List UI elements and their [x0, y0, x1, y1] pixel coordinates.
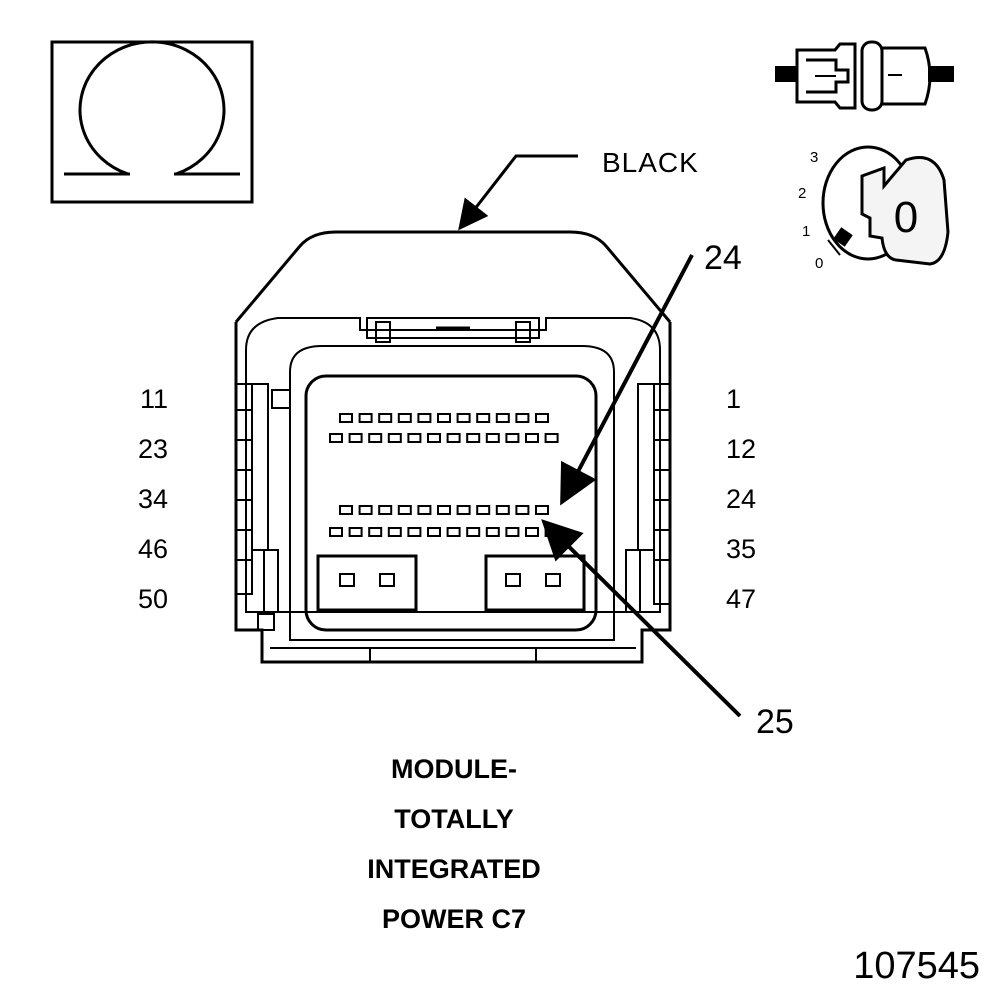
ignition-position-3: 3: [810, 149, 818, 166]
title-line-3: INTEGRATED: [367, 854, 541, 884]
pin-cavity: [446, 433, 461, 443]
pin-cavity: [329, 527, 343, 537]
power-terminals: [316, 554, 586, 612]
pin-cavity: [387, 433, 402, 443]
pin-cavity: [535, 505, 549, 515]
pin-cavity: [456, 413, 471, 423]
color-callout-arrow: [458, 154, 578, 231]
pin-label-34: 34: [137, 484, 168, 514]
pin-cavity: [339, 505, 353, 515]
pin-cavity: [515, 505, 530, 515]
pin-label-12: 12: [726, 434, 757, 464]
pin-cavity: [466, 527, 481, 537]
pin-cavity: [348, 527, 363, 537]
pin-cavity: [476, 413, 491, 423]
pin-cavity: [437, 413, 451, 423]
pin-cavity: [387, 527, 402, 537]
pin-cavity: [525, 527, 539, 537]
pin-label-46: 46: [137, 534, 168, 564]
pin-cavity: [525, 433, 539, 443]
disconnected-connector-icon: [775, 40, 954, 112]
pin-cavity: [505, 527, 520, 537]
pin-cavity: [535, 413, 549, 423]
pin-cavity: [368, 527, 383, 537]
pin-24-callout: 24: [704, 239, 742, 277]
pin-cavity: [446, 527, 461, 537]
pin-25-callout: 25: [756, 703, 794, 741]
ignition-position-1: 1: [802, 223, 810, 240]
pin-cavity: [456, 505, 471, 515]
pin-cavity: [397, 505, 412, 515]
reference-number: 107545: [853, 945, 980, 987]
pin-25-callout-arrow: [541, 519, 742, 718]
pin-cavity: [358, 413, 373, 423]
pin-24-callout-arrow: [560, 254, 694, 506]
ignition-position-2: 2: [798, 185, 806, 202]
connector-pins: [329, 413, 559, 537]
connector-color-label: BLACK: [602, 147, 699, 178]
pin-cavity: [417, 505, 432, 515]
connector-title: MODULE- TOTALLY INTEGRATED POWER C7: [300, 744, 608, 944]
pin-label-47: 47: [726, 584, 757, 614]
pin-cavity: [495, 505, 510, 515]
pin-cavity: [339, 413, 353, 423]
pin-label-11: 11: [139, 384, 168, 414]
pin-cavity: [427, 527, 441, 537]
pin-cavity: [358, 505, 373, 515]
pin-cavity: [378, 413, 393, 423]
pin-cavity: [476, 505, 491, 515]
pin-cavity: [417, 413, 432, 423]
pin-cavity: [437, 505, 451, 515]
pin-cavity: [378, 505, 393, 515]
pin-cavity: [515, 413, 530, 423]
pin-label-24: 24: [726, 484, 757, 514]
pin-label-1: 1: [726, 384, 742, 414]
ohmmeter-icon: [50, 40, 254, 204]
pin-cavity: [544, 433, 559, 443]
pin-cavity: [397, 413, 412, 423]
title-line-2: TOTALLY: [394, 804, 514, 834]
pin-cavity: [485, 433, 500, 443]
pin-cavity: [495, 413, 510, 423]
ignition-current-position: 0: [894, 193, 918, 242]
pin-cavity: [505, 433, 520, 443]
pin-cavity: [407, 527, 422, 537]
title-line-1: MODULE-: [391, 754, 517, 784]
connector-body: [234, 230, 672, 664]
pin-label-23: 23: [137, 434, 168, 464]
pin-label-50: 50: [137, 584, 168, 614]
pin-cavity: [368, 433, 383, 443]
pin-label-35: 35: [726, 534, 757, 564]
title-line-4: POWER C7: [381, 904, 527, 934]
pin-cavity: [329, 433, 343, 443]
ignition-position-0: 0: [815, 255, 823, 272]
pin-cavity: [348, 433, 363, 443]
ignition-key-icon: 0 3 2 1 0: [798, 145, 950, 272]
pin-cavity: [466, 433, 481, 443]
pin-cavity: [407, 433, 422, 443]
pin-cavity: [427, 433, 441, 443]
pin-cavity: [485, 527, 500, 537]
